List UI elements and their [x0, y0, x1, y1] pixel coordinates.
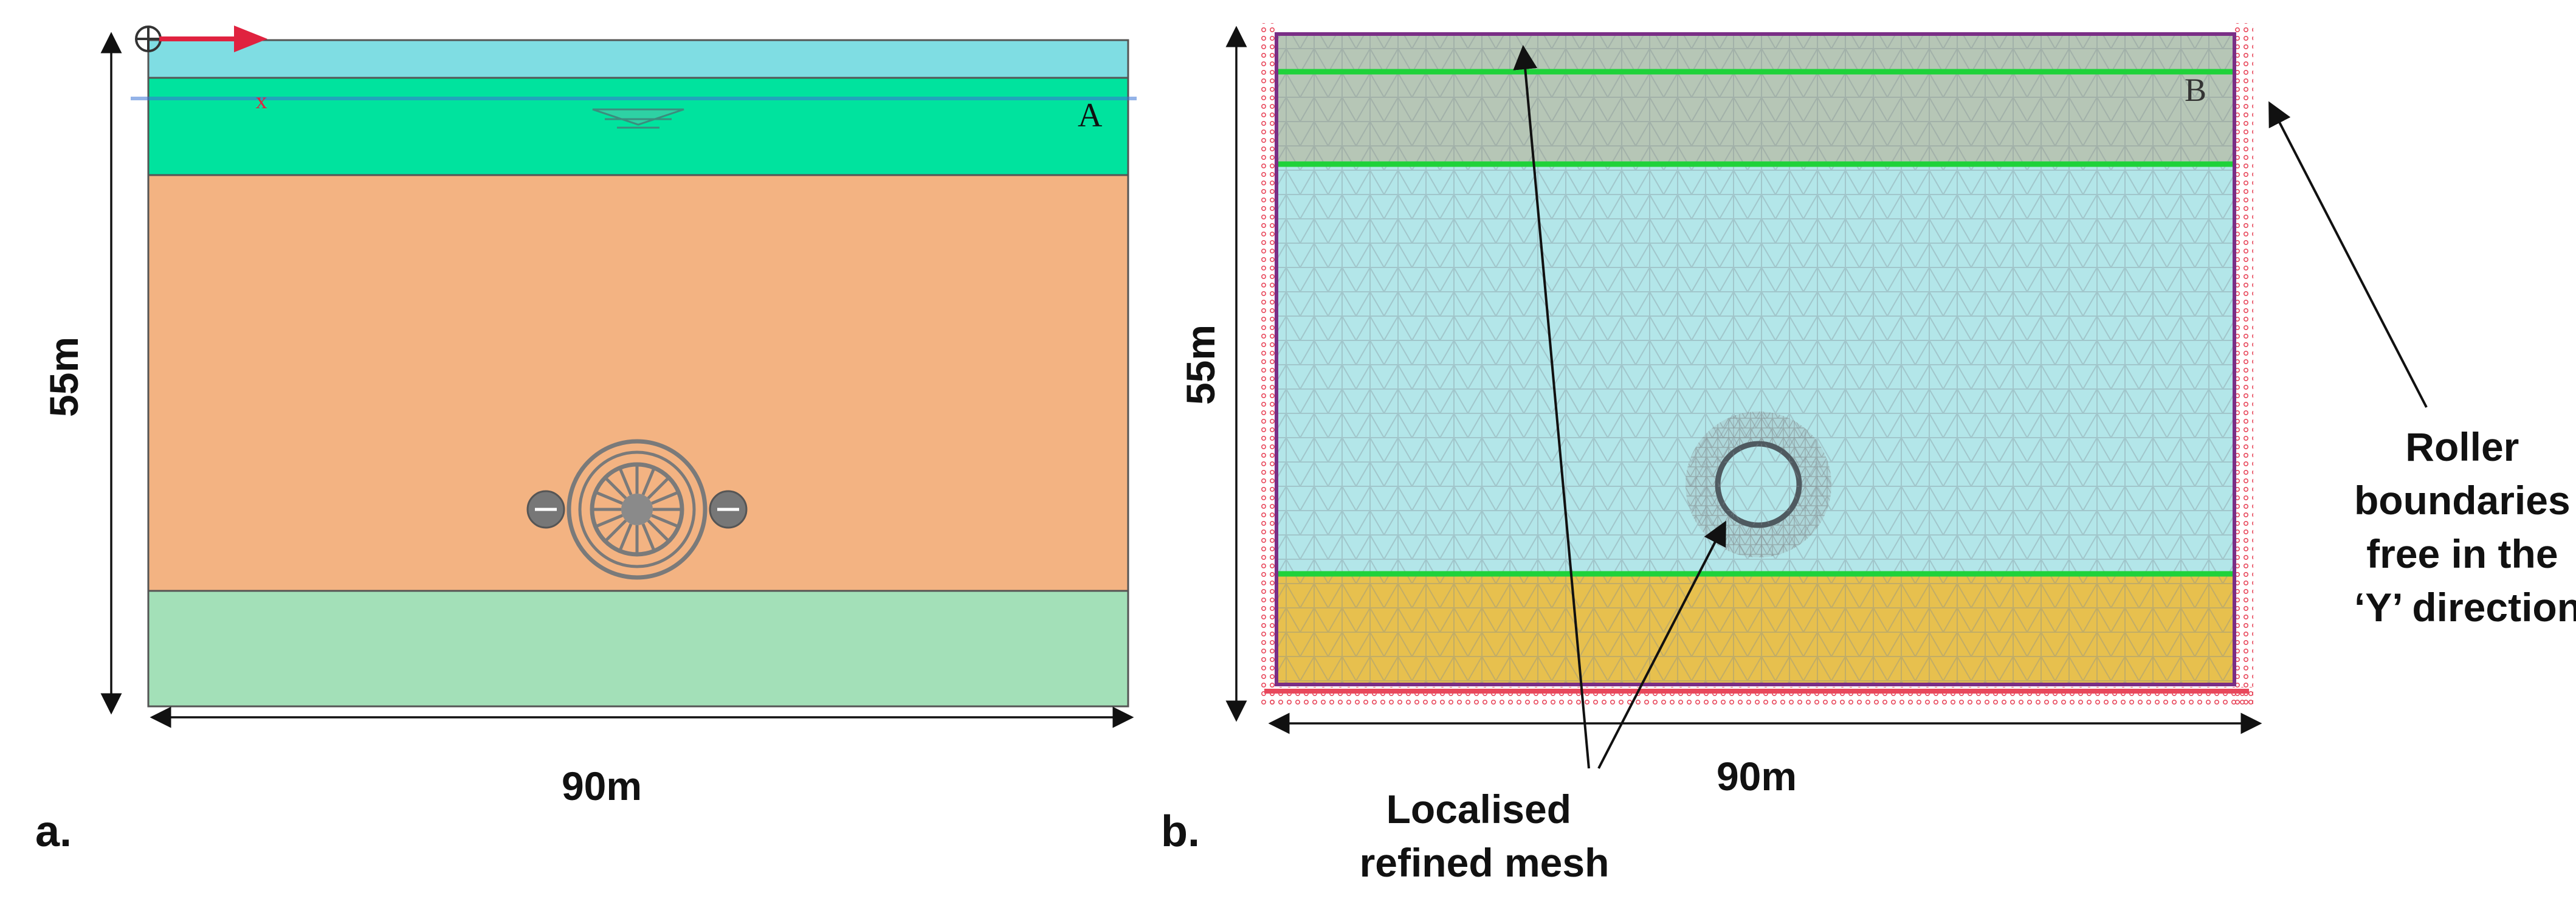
- panel-b-tunnel-mesh: [1718, 444, 1799, 525]
- tunnel-spoke: [647, 477, 669, 500]
- roller-annotation-line-1: Roller: [2405, 424, 2519, 469]
- roller-annotation-line-3: free in the: [2366, 531, 2558, 576]
- panel-b: B 55m 90m Roller boundaries free in the …: [1161, 23, 2576, 885]
- tunnel-spoke: [641, 468, 655, 495]
- panel-a-width-label: 90m: [562, 764, 642, 808]
- mesh-annotation: Localised refined mesh: [1360, 787, 1610, 885]
- panel-a-top-soil-layer: [147, 77, 1129, 176]
- panel-b-frame: [1275, 32, 2236, 686]
- panel-b-left-roller-boundary: [1258, 23, 1276, 708]
- tunnel-spoke: [619, 468, 633, 495]
- panel-a: x A 55m 90m a.: [35, 26, 1137, 856]
- mesh-annotation-line-1: Localised: [1386, 787, 1571, 832]
- panel-b-caption: b.: [1161, 807, 1200, 856]
- tunnel-cross-section-icon: [526, 439, 748, 580]
- tunnel-spoke: [641, 523, 655, 551]
- roller-annotation: Roller boundaries free in the ‘Y’ direct…: [2354, 424, 2576, 630]
- tunnel-spoke: [596, 491, 623, 505]
- panel-b-point-label: B: [2185, 72, 2206, 108]
- x-axis-arrow-icon: [159, 26, 267, 52]
- mesh-annotation-line-2: refined mesh: [1360, 840, 1610, 885]
- panel-b-height-label: 55m: [1178, 325, 1223, 405]
- tunnel-spoke: [596, 514, 623, 528]
- origin-crosshair-icon: [135, 26, 162, 52]
- panel-a-water-layer: [147, 39, 1129, 79]
- panel-a-caption: a.: [35, 807, 72, 856]
- mesh-annotation-arrow-1: [1513, 45, 1590, 769]
- roller-annotation-line-2: boundaries: [2354, 478, 2571, 523]
- panel-b-mesh-overlay: [1276, 34, 2234, 684]
- mesh-annotation-arrow-2: [1597, 520, 1726, 769]
- left-anchor-icon: [526, 490, 565, 529]
- roller-annotation-arrow: [2268, 101, 2428, 408]
- tunnel-spoke: [651, 491, 678, 505]
- tunnel-spoke: [651, 514, 678, 528]
- tunnel-spoke: [605, 519, 627, 542]
- panel-a-marker-label: x: [256, 88, 267, 114]
- panel-a-height-label: 55m: [41, 337, 86, 417]
- water-table-icon: [592, 108, 684, 129]
- panel-b-width-label: 90m: [1717, 754, 1797, 799]
- roller-annotation-line-4: ‘Y’ direction: [2354, 585, 2576, 630]
- panel-a-point-label: A: [1078, 97, 1103, 134]
- panel-a-bottom-soil-layer: [147, 590, 1129, 708]
- right-anchor-icon: [709, 490, 748, 529]
- panel-b-right-roller-boundary: [2235, 23, 2253, 708]
- tunnel-spoke: [619, 523, 633, 551]
- tunnel-spoke: [605, 477, 627, 500]
- tunnel-spoke: [647, 519, 669, 542]
